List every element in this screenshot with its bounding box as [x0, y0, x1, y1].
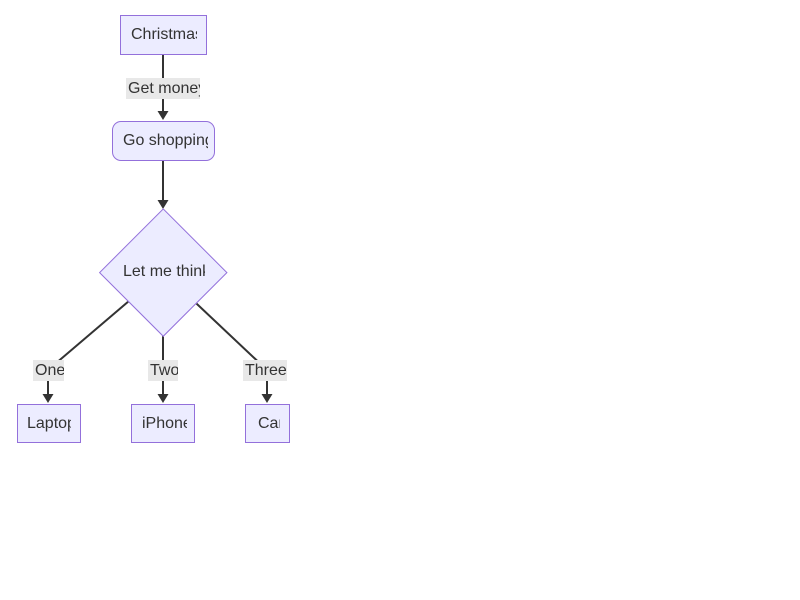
edge-go-shopping-to-decision [157, 161, 169, 209]
node-decision: Let me think [99, 208, 227, 336]
arrowhead-icon [261, 394, 273, 403]
node-decision-label: Let me think [123, 263, 205, 280]
node-iphone: iPhone [131, 404, 195, 443]
node-car: Car [245, 404, 290, 443]
node-go-shopping-label: Go shopping [123, 132, 208, 149]
arrowhead-icon [157, 394, 169, 403]
arrowhead-icon [157, 200, 169, 209]
node-christmas-label: Christmas [131, 26, 197, 43]
node-car-label: Car [258, 414, 280, 432]
node-laptop-label: Laptop [27, 414, 71, 432]
arrowhead-icon [157, 111, 169, 120]
edge-label-two: Two [148, 360, 178, 381]
node-laptop: Laptop [17, 404, 81, 443]
node-iphone-label: iPhone [142, 414, 187, 432]
edge-label-get-money: Get money [126, 78, 200, 99]
arrowhead-icon [42, 394, 54, 403]
edge-label-one: One [33, 360, 64, 381]
edge-label-three: Three [243, 360, 287, 381]
node-christmas: Christmas [120, 15, 207, 55]
node-go-shopping: Go shopping [112, 121, 215, 161]
